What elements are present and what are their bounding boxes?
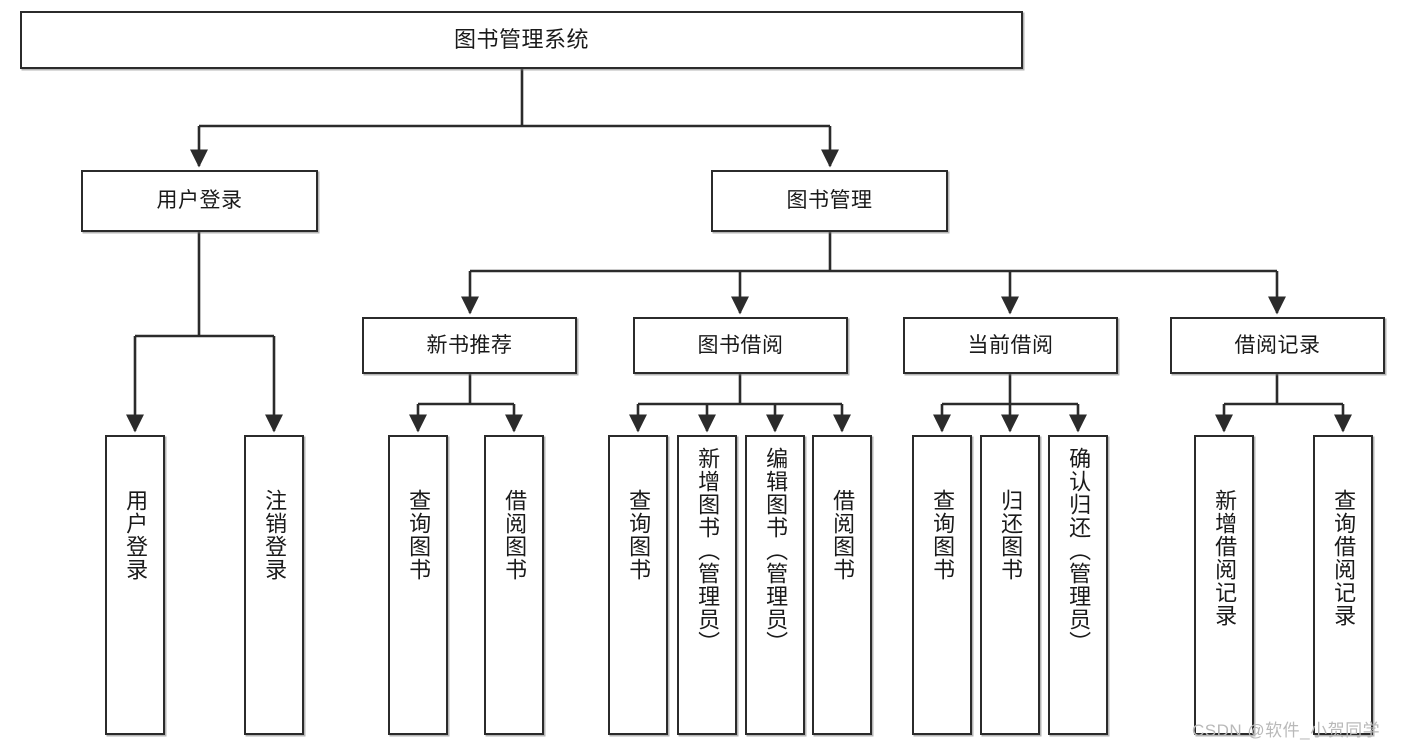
node-leaf-confirm-return[interactable]: 确认归还（管理员） <box>1048 435 1108 735</box>
node-leaf-return-book[interactable]: 归还图书 <box>980 435 1040 735</box>
node-leaf-user-login[interactable]: 用户登录 <box>105 435 165 735</box>
node-leaf-add-record-label: 新增借阅记录 <box>1212 489 1238 627</box>
node-new-book-recommend-label: 新书推荐 <box>426 333 513 357</box>
node-leaf-query-book-3[interactable]: 查询图书 <box>912 435 972 735</box>
node-leaf-query-book-3-label: 查询图书 <box>930 489 956 581</box>
node-leaf-return-book-label: 归还图书 <box>998 489 1024 581</box>
node-leaf-add-book-label: 新增图书（管理员） <box>695 447 721 654</box>
node-leaf-borrow-book-2-label: 借阅图书 <box>830 489 856 581</box>
node-user-login-label: 用户登录 <box>156 189 243 213</box>
node-leaf-add-book[interactable]: 新增图书（管理员） <box>677 435 737 735</box>
node-current-borrow[interactable]: 当前借阅 <box>903 317 1118 374</box>
node-leaf-user-login-label: 用户登录 <box>123 489 149 581</box>
node-leaf-borrow-book-2[interactable]: 借阅图书 <box>812 435 872 735</box>
node-leaf-logout-login-label: 注销登录 <box>262 489 288 581</box>
watermark: CSDN @软件_小贺同学 <box>1192 721 1381 740</box>
node-leaf-edit-book-label: 编辑图书（管理员） <box>763 447 789 654</box>
node-borrow-record-label: 借阅记录 <box>1234 333 1321 357</box>
node-new-book-recommend[interactable]: 新书推荐 <box>362 317 577 374</box>
node-borrow-record[interactable]: 借阅记录 <box>1170 317 1385 374</box>
node-current-borrow-label: 当前借阅 <box>967 333 1054 357</box>
node-leaf-add-record[interactable]: 新增借阅记录 <box>1194 435 1254 735</box>
node-leaf-query-book-1[interactable]: 查询图书 <box>388 435 448 735</box>
node-leaf-borrow-book-1-label: 借阅图书 <box>502 489 528 581</box>
node-book-borrow[interactable]: 图书借阅 <box>633 317 848 374</box>
node-book-management-label: 图书管理 <box>786 189 873 213</box>
node-leaf-logout-login[interactable]: 注销登录 <box>244 435 304 735</box>
node-root-label: 图书管理系统 <box>453 26 589 52</box>
node-user-login[interactable]: 用户登录 <box>81 170 318 232</box>
node-leaf-query-book-1-label: 查询图书 <box>406 489 432 581</box>
node-leaf-confirm-return-label: 确认归还（管理员） <box>1066 447 1092 654</box>
node-book-management[interactable]: 图书管理 <box>711 170 948 232</box>
node-book-borrow-label: 图书借阅 <box>697 333 784 357</box>
node-root[interactable]: 图书管理系统 <box>20 11 1023 69</box>
node-leaf-query-record-label: 查询借阅记录 <box>1331 489 1357 627</box>
node-leaf-edit-book[interactable]: 编辑图书（管理员） <box>745 435 805 735</box>
node-leaf-query-book-2-label: 查询图书 <box>626 489 652 581</box>
node-leaf-query-book-2[interactable]: 查询图书 <box>608 435 668 735</box>
node-leaf-borrow-book-1[interactable]: 借阅图书 <box>484 435 544 735</box>
node-leaf-query-record[interactable]: 查询借阅记录 <box>1313 435 1373 735</box>
